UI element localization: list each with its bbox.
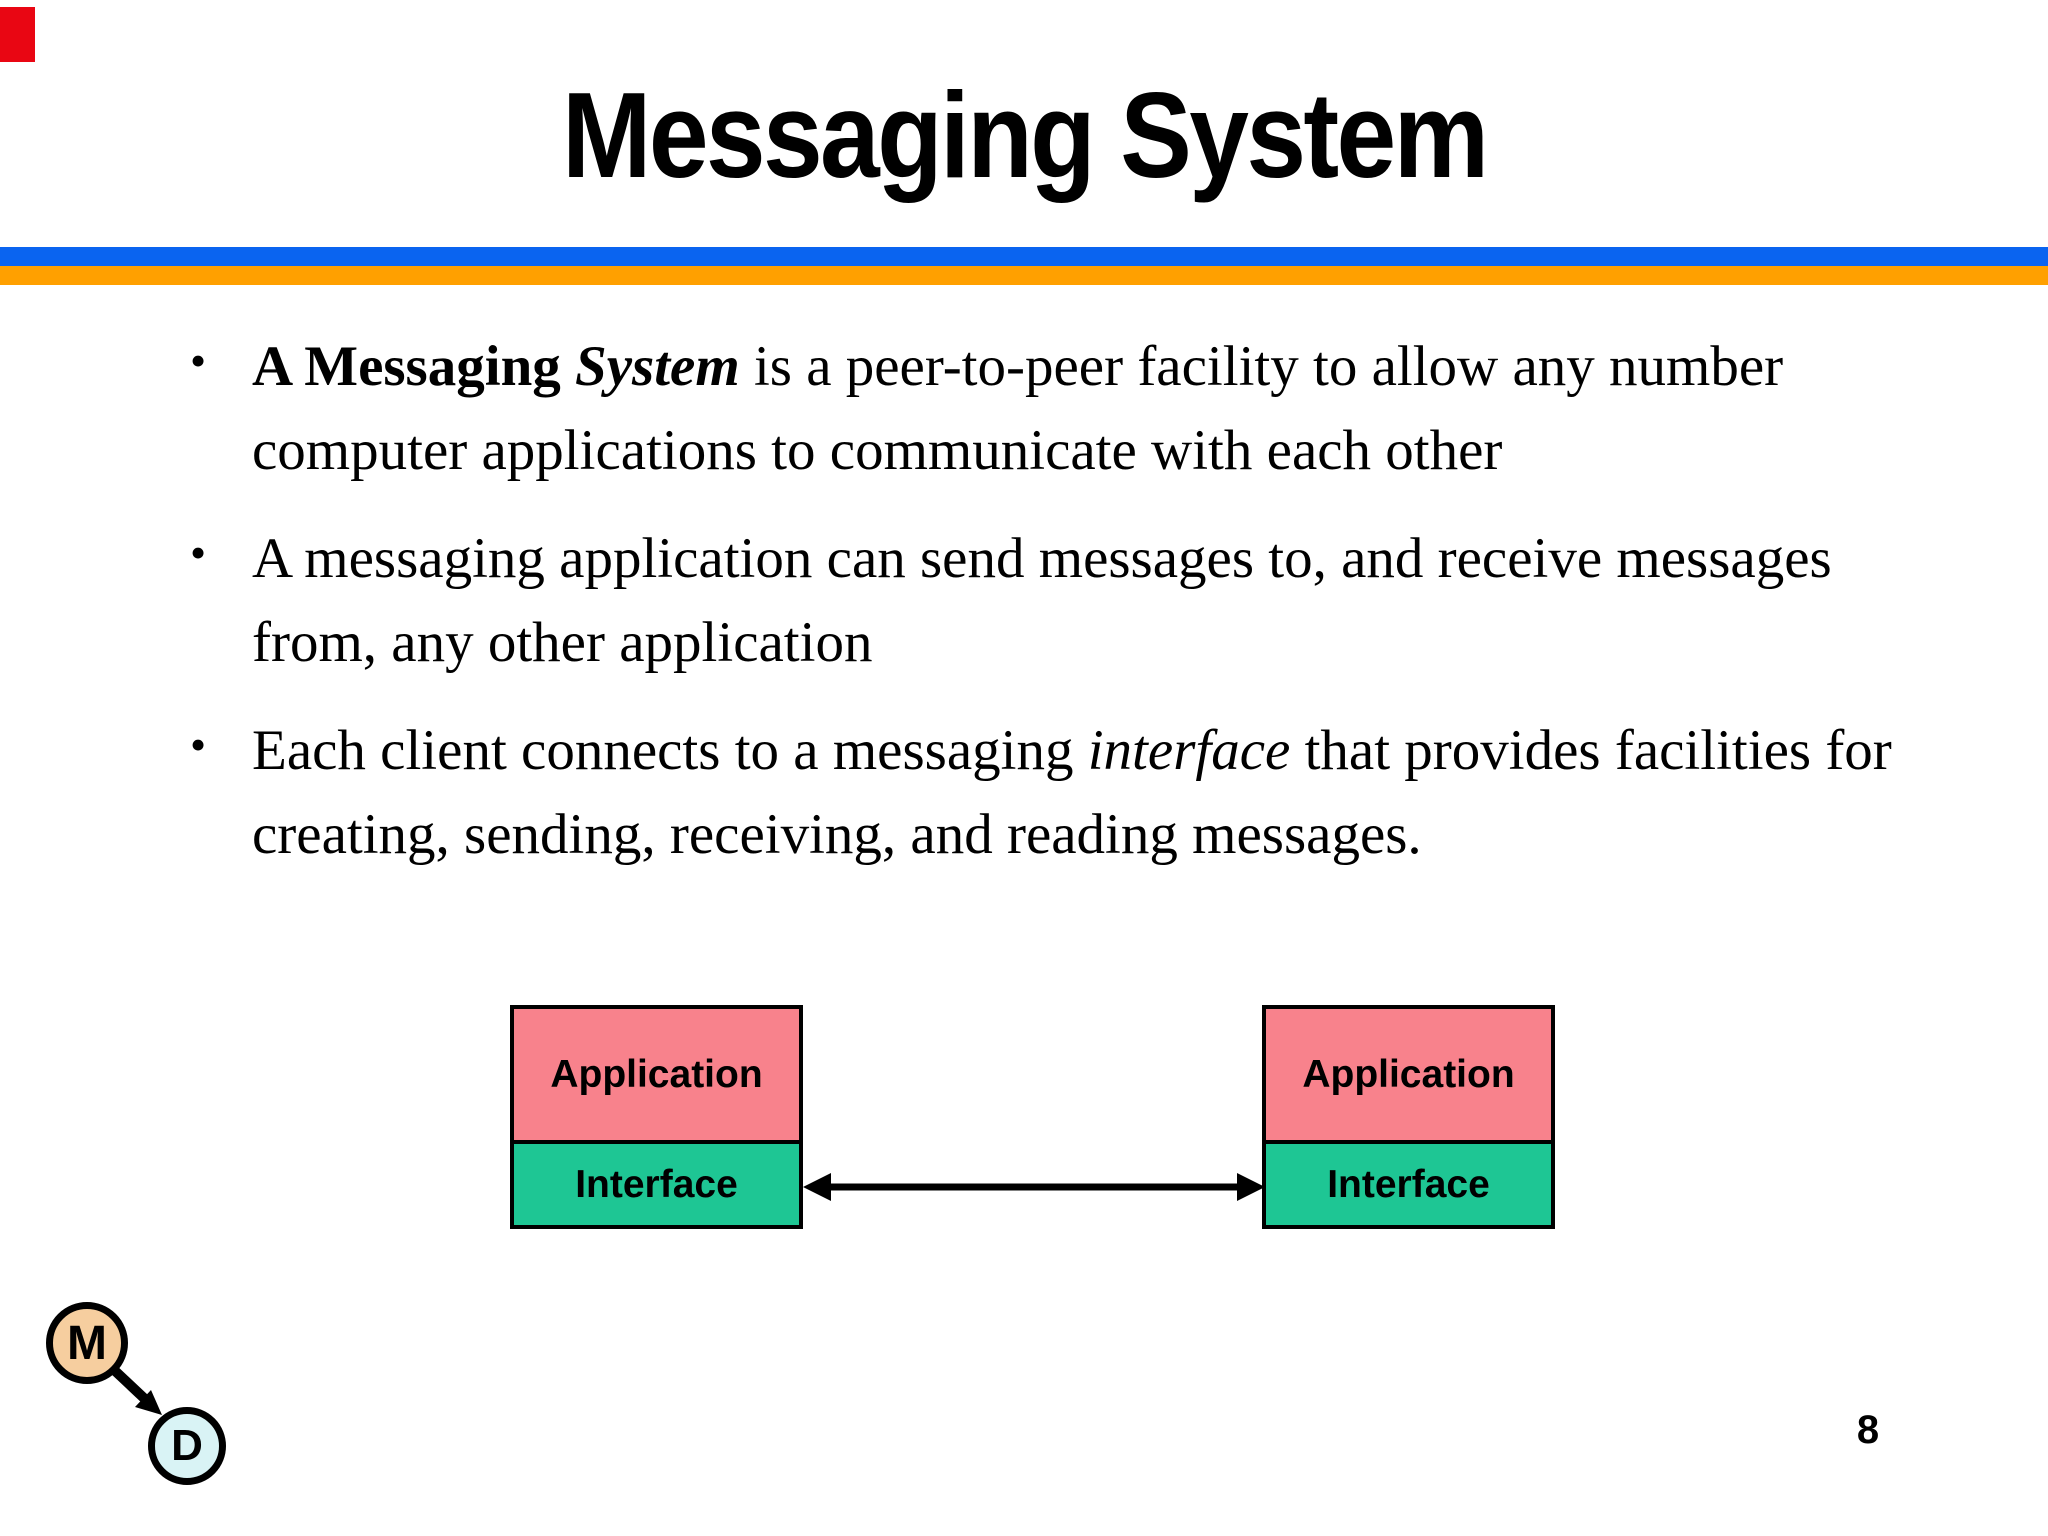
interface-section: Interface (1266, 1144, 1551, 1225)
corner-red-mark (0, 7, 35, 62)
badge-m: M (46, 1302, 128, 1384)
bullet-text: A Messaging (252, 335, 576, 398)
m-to-d-arrow-icon (108, 1364, 162, 1415)
bullet-text: that provides facilities for creating, s… (252, 719, 1892, 866)
badge-m-label: M (67, 1316, 107, 1370)
title-bar: Messaging System (0, 62, 2048, 208)
application-label: Application (1302, 1052, 1515, 1096)
bullet-text: Each client connects to a messaging (252, 719, 1088, 782)
badge-d: D (148, 1407, 226, 1485)
interface-section: Interface (514, 1144, 799, 1225)
application-interface-box-left: Application Interface (510, 1005, 803, 1229)
bullet-list: • A Messaging System is a peer-to-peer f… (186, 325, 1898, 901)
interface-label: Interface (1327, 1162, 1490, 1206)
application-section: Application (1266, 1009, 1551, 1144)
bullet-item-1: • A Messaging System is a peer-to-peer f… (186, 325, 1898, 493)
application-section: Application (514, 1009, 799, 1144)
bullet-text: interface (1087, 719, 1291, 782)
badge-d-label: D (171, 1421, 203, 1470)
bidirectional-arrow-icon (803, 1173, 1265, 1201)
bullet-item-3: • Each client connects to a messaging in… (186, 709, 1898, 877)
bullet-marker: • (190, 335, 207, 386)
bullet-text: is a peer-to-peer facility to allow any … (252, 335, 1784, 482)
bullet-marker: • (190, 527, 207, 578)
application-interface-box-right: Application Interface (1262, 1005, 1555, 1229)
bullet-text: A messaging application can send message… (252, 527, 1832, 674)
divider-orange-bar (0, 266, 2048, 285)
divider-blue-bar (0, 247, 2048, 266)
interface-label: Interface (575, 1162, 738, 1206)
bullet-item-2: • A messaging application can send messa… (186, 517, 1898, 685)
page-title: Messaging System (561, 67, 1489, 203)
bullet-marker: • (190, 719, 207, 770)
bullet-text: System (575, 335, 740, 398)
page-number: 8 (1856, 1408, 1880, 1452)
application-label: Application (550, 1052, 763, 1096)
